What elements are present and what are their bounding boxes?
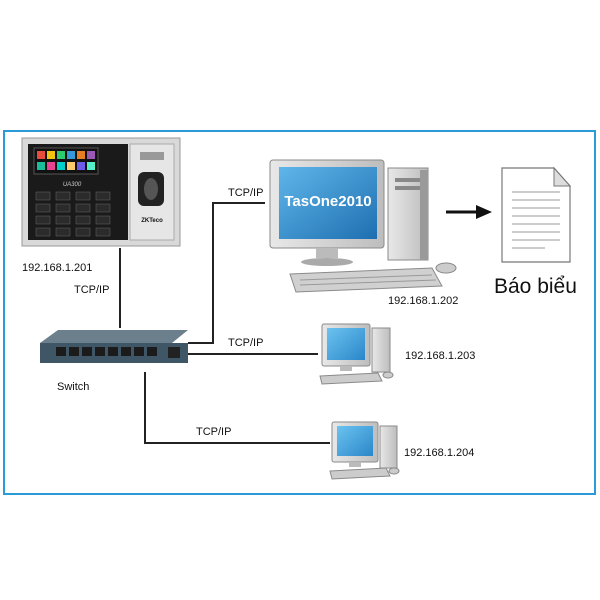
link-label-pc2: TCP/IP xyxy=(228,337,263,349)
device-protocol: TCP/IP xyxy=(74,284,109,296)
link-label-pc3: TCP/IP xyxy=(196,426,231,438)
main-computer: TasOne2010 xyxy=(269,159,457,293)
svg-text:ZKTeco: ZKTeco xyxy=(141,218,163,224)
pc2-ip: 192.168.1.203 xyxy=(405,350,475,362)
report-label: Báo biểu xyxy=(494,275,577,298)
svg-text:UA300: UA300 xyxy=(63,182,82,188)
main-pc-ip: 192.168.1.202 xyxy=(388,295,458,307)
attendance-device: UA300 ZKTeco xyxy=(21,137,181,247)
network-switch xyxy=(40,330,188,363)
device-screen-icons xyxy=(37,151,95,170)
switch-ports xyxy=(56,347,157,356)
link-label-main: TCP/IP xyxy=(228,187,263,199)
main-keyboard xyxy=(289,267,443,293)
computer-3 xyxy=(329,421,400,480)
device-ip: 192.168.1.201 xyxy=(22,262,92,274)
pc3-ip: 192.168.1.204 xyxy=(404,447,474,459)
main-mouse xyxy=(435,262,457,274)
computer-2 xyxy=(319,323,394,385)
switch-label: Switch xyxy=(57,381,89,393)
line-switch-main-pc xyxy=(188,202,265,344)
device-keypad xyxy=(35,191,111,237)
main-monitor-screen xyxy=(279,167,377,239)
main-screen-text: TasOne2010 xyxy=(284,193,371,210)
report-document-icon xyxy=(501,166,572,263)
connection-lines xyxy=(119,202,330,444)
arrow-to-report-icon xyxy=(446,205,492,219)
line-switch-pc3 xyxy=(144,372,330,444)
